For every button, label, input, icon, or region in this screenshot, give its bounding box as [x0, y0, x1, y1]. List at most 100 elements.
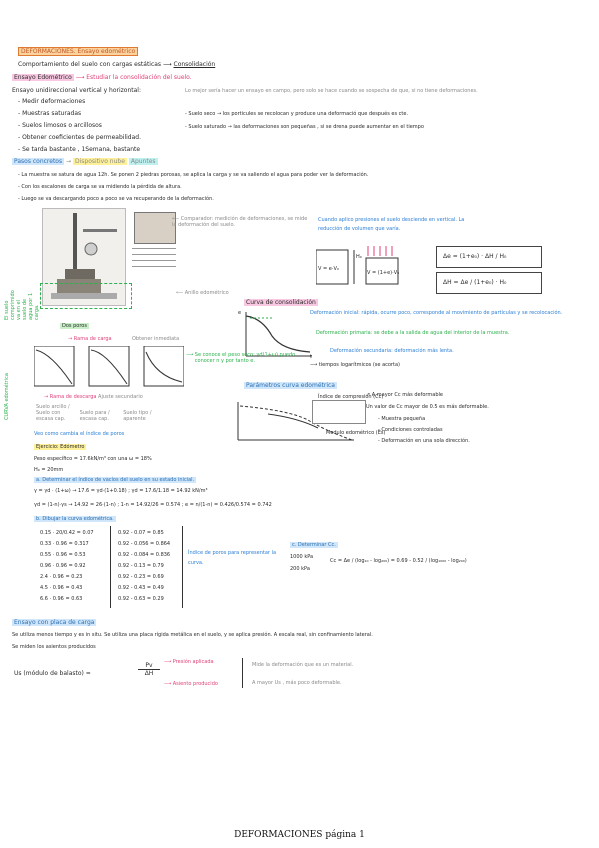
table-row: 0.92 - 0.07 = 0.85: [118, 530, 164, 536]
list-item: - Medir deformaciones: [18, 98, 86, 105]
us-fraction: Pv ΔH: [138, 662, 160, 677]
pasos-item: - Luego se va descargando poco a poco se…: [18, 196, 214, 202]
table-row: 0.92 - 0.63 = 0.29: [118, 596, 164, 602]
placa-note1: Mide la deformación que es un material.: [252, 662, 354, 668]
table-row: 0.92 - 0.13 = 0.79: [118, 563, 164, 569]
edometric-curve: [237, 402, 354, 441]
photo-labels: [132, 248, 176, 267]
curve-captions: Suelo arcillo / Suelo con escasa cap. Su…: [36, 404, 152, 422]
anillo-note: ⟵ Anillo edométrico: [176, 290, 229, 296]
placa-l2: Se miden los asientos producidos: [12, 644, 96, 650]
cc-item: - Condiciones controladas: [378, 427, 443, 433]
ejercicio-eq1: γ = γd · (1+ω) → 17.6 = γd·(1+0.18) ; γd…: [34, 488, 208, 494]
pasos-sub: Dispositivo nube: [72, 158, 127, 165]
consolidacion-label: Curva de consolidación: [244, 299, 318, 306]
cuando-note: Cuando aplico presiones el suelo descien…: [318, 217, 465, 232]
table-row: 0.92 - 0.056 = 0.864: [118, 541, 171, 547]
veo-note: Veo como cambia el índice de poros: [34, 431, 125, 437]
indice-label: Índice de compresión (Cc): [318, 394, 384, 400]
edometer-drawing: [51, 213, 117, 299]
table-row: 6.6 · 0.96 = 0.63: [40, 596, 83, 602]
axis-t: t: [310, 354, 312, 360]
consolidacion-text: Consolidación: [173, 61, 216, 68]
def-secundaria: Deformación secundaria: deformación más …: [330, 348, 454, 354]
table-row: 0.33 · 0.96 = 0.317: [40, 541, 89, 547]
table-row: 0.92 - 0.084 = 0.836: [118, 552, 171, 558]
intro-line: Comportamiento del suelo con cargas está…: [18, 61, 215, 68]
arrow-icon: ⟵: [172, 216, 181, 222]
ejercicio-heading: Ejercicio: Edómetro: [34, 444, 87, 450]
formula-delta-h: ΔH = Δe / (1+e₀) · H₀: [436, 272, 542, 294]
comparador-note: ⟵ Comparador: medición de deformaciones,…: [172, 216, 308, 228]
ejercicio-eq2: γd = (1-n)·γs → 14.92 = 26·(1-n) ; 1-n =…: [34, 502, 272, 508]
ejercicio-datos1: Peso específico = 17.6kN/m³ con una ω = …: [34, 456, 152, 462]
cc-item: - Muestra pequeña: [378, 416, 426, 422]
v1-label: V = e·V₀: [318, 266, 339, 272]
placa-heading: Ensayo con placa de carga: [12, 619, 97, 626]
cc-note-b: Un valor de Cc mayor de 0.5 es más defor…: [366, 404, 489, 410]
se-conoce: ⟶ Se conoce el peso seco: γd(1+ω) puedo …: [186, 352, 296, 364]
cc-item: - Deformación en una sola dirección.: [378, 438, 470, 444]
rama-descarga: → Rama de descarga Ajuste secundario: [44, 394, 143, 400]
def-primaria: Deformación primaria: se debe a la salid…: [316, 330, 510, 336]
pasos-item: - La muestra se satura de agua 12h. Se p…: [18, 172, 369, 178]
pasos-heading: Pasos concretos → Dispositivo nube Apunt…: [12, 158, 158, 165]
intro-text: Comportamiento del suelo con cargas está…: [18, 61, 162, 68]
list-item: - Obtener coeficientes de permeabilidad.: [18, 134, 141, 141]
note-saturado: - Suelo saturado → las deformaciones son…: [185, 124, 424, 130]
axis-e: e: [238, 310, 242, 316]
ho-label: H₀: [356, 254, 362, 260]
cc-p2: 200 kPa: [290, 566, 310, 572]
edometrico-heading: Ensayo Edométrico ⟶ Estudiar la consolid…: [12, 74, 192, 81]
arrow-icon: ⟶: [162, 61, 174, 68]
table-left: 0.15 · 20/0.42 = 0.07 0.33 · 0.96 = 0.31…: [40, 528, 94, 605]
cc-det-heading: c. Determinar Cc.: [290, 542, 338, 548]
rama-carga: → Rama de carga: [68, 336, 112, 342]
pasos-label: Pasos concretos: [12, 158, 65, 165]
table-row: 0.92 - 0.23 = 0.69: [118, 574, 164, 580]
brace: [242, 658, 246, 688]
table-right: 0.92 - 0.07 = 0.85 0.92 - 0.056 = 0.864 …: [118, 528, 170, 605]
ejercicio-b: b. Dibujar la curva edométrica.: [34, 516, 116, 522]
title-text: DEFORMACIONES. Ensayo edométrico: [18, 47, 139, 56]
volume-diagram: [316, 246, 399, 285]
dos-poros: Dos poros: [60, 323, 89, 329]
obtener-note: Obtener inmediata: [132, 336, 180, 342]
list-item: - Muestras saturadas: [18, 110, 82, 117]
cc-note-a: ↗ A mayor Cc más deformable: [366, 392, 443, 398]
table-row: 0.96 · 0.96 = 0.92: [40, 563, 86, 569]
indice-box: [312, 400, 366, 424]
parametros-heading: Parámetros curva edométrica: [244, 382, 337, 389]
el-suelo-note: El suelo comprimido va en el suelo de ag…: [4, 290, 40, 320]
dashed-box: [40, 283, 132, 309]
placa-l1: Se utiliza menos tiempo y es in situ. Se…: [12, 632, 373, 638]
asiento-note: ⟶ Asiento producido: [164, 681, 218, 687]
cc-eq: Cc = Δe / (log₁₀ - log₂₀₀) = 0.69 - 0.52…: [330, 558, 467, 564]
modulo-label: Modulo edométrico (Es): [326, 430, 386, 436]
table-row: 4.5 · 0.96 = 0.43: [40, 585, 83, 591]
us-label: Us (módulo de balasto) =: [14, 670, 91, 677]
edometrico-arrow-text: Estudiar la consolidación del suelo.: [86, 74, 192, 81]
table-row: 0.55 · 0.96 = 0.53: [40, 552, 86, 558]
indice-poros-note: Índice de poros para representar la curv…: [188, 550, 277, 566]
note-campo: Lo mejor sería hacer un ensayo en campo,…: [185, 88, 478, 94]
ejercicio-datos2: H₀ = 20mm: [34, 467, 64, 473]
note-seco: - Suelo seco → los porticules se recoloc…: [185, 111, 409, 117]
ejercicio-a: a. Determinar el índice de vacíos del su…: [34, 477, 197, 483]
list-item: - Suelos limosos o arcillosos: [18, 122, 102, 129]
table-row: 2.4 · 0.96 = 0.23: [40, 574, 83, 580]
placa-note2: A mayor Us , más poco deformable.: [252, 680, 342, 686]
arrow-icon: ⟶: [75, 74, 87, 81]
three-curves: [34, 346, 184, 387]
v2-label: V = (1+e)·V₀: [367, 270, 400, 276]
detail-photo: [134, 212, 176, 244]
list-item: - Se tarda bastante , 1Semana, bastante: [18, 146, 141, 153]
table-row: 0.15 · 20/0.42 = 0.07: [40, 530, 94, 536]
tiempos-note: ⟶ tiempos logarítmicos (se acorta): [310, 362, 400, 368]
presion-note: ⟶ Presión aplicada: [164, 659, 214, 665]
formula-delta-e: Δe = (1+e₀) · ΔH / H₀: [436, 246, 542, 268]
edometrico-label: Ensayo Edométrico: [12, 74, 74, 81]
pasos-apuntes: Apuntes: [128, 158, 158, 165]
table-brace: [182, 526, 183, 608]
consolidacion-heading: Curva de consolidación: [244, 299, 318, 306]
